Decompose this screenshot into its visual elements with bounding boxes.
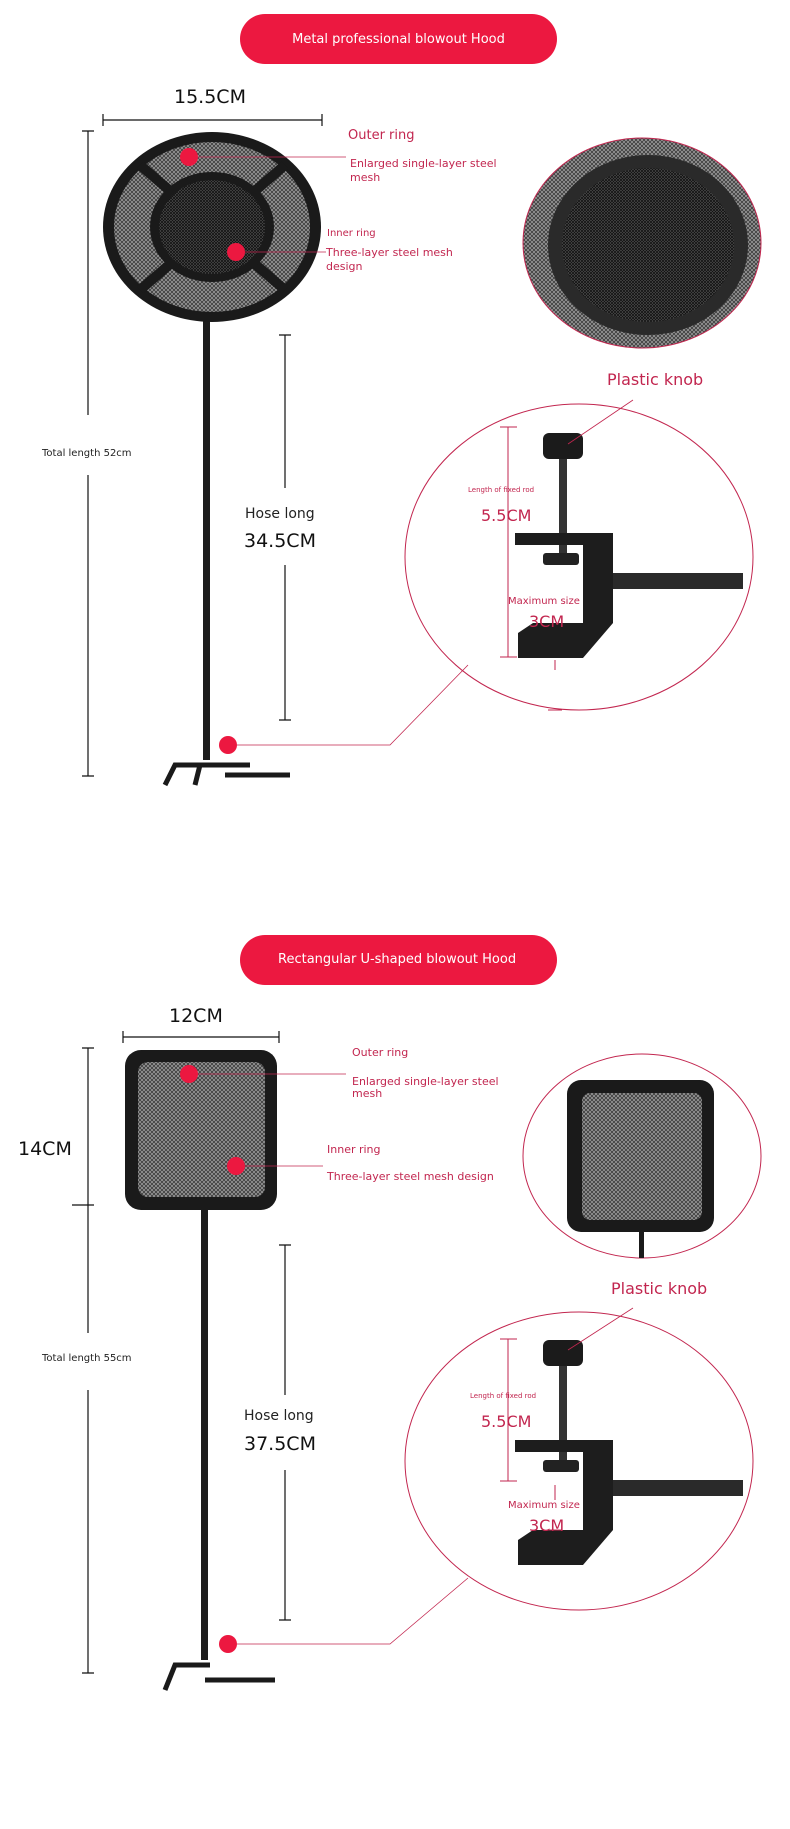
outer-ring-label: Outer ring: [352, 1046, 409, 1059]
plastic-knob-label: Plastic knob: [607, 370, 704, 389]
hose-length: 37.5CM: [244, 1433, 316, 1455]
max-size-label: Maximum size: [508, 1500, 580, 1511]
base-clamp: [162, 762, 290, 787]
outer-ring-marker: [180, 148, 198, 166]
hose-length: 34.5CM: [244, 530, 316, 552]
total-length-label: Total length 55cm: [42, 1353, 132, 1364]
hose-label: Hose long: [244, 1408, 314, 1424]
inner-ring-label: Inner ring: [327, 1143, 381, 1155]
rectangular-filter-section: [72, 1031, 762, 1691]
max-size: 3CM: [529, 612, 565, 631]
outer-ring-description: Enlarged single-layer steel mesh: [350, 157, 497, 184]
mesh-detail-circle: [522, 137, 762, 349]
section-title-pill: Metal professional blowout Hood: [240, 14, 557, 64]
rod-length: 5.5CM: [481, 506, 532, 525]
round-filter-section: [82, 114, 762, 787]
section-title: Metal professional blowout Hood: [292, 31, 505, 47]
total-length-line: [82, 130, 94, 777]
max-size-label: Maximum size: [508, 596, 580, 607]
plastic-knob-label: Plastic knob: [611, 1279, 708, 1298]
hose-length-line: [279, 334, 291, 721]
outer-ring-description: Enlarged single-layer steel mesh: [352, 1075, 499, 1100]
width-dimension-line: [102, 114, 323, 126]
round-pop-filter: [103, 132, 321, 322]
section-title: Rectangular U-shaped blowout Hood: [278, 952, 517, 967]
outer-ring-label: Outer ring: [348, 128, 415, 143]
inner-ring-marker: [227, 243, 245, 261]
width-label: 12CM: [169, 1005, 223, 1027]
height-label: 14CM: [18, 1138, 72, 1160]
section-title-pill: Rectangular U-shaped blowout Hood: [240, 935, 557, 985]
clamp-detail-circle: [404, 399, 754, 711]
max-size: 3CM: [529, 1516, 565, 1535]
inner-ring-description: Three-layer steel mesh design: [326, 246, 453, 273]
rect-mesh-detail-circle: [522, 1053, 762, 1259]
clamp-marker: [219, 736, 237, 754]
width-label: 15.5CM: [174, 86, 246, 108]
total-length-label: Total length 52cm: [42, 448, 132, 459]
rod-label: Length of fixed rod: [468, 486, 535, 494]
gooseneck-hose: [203, 320, 210, 760]
hose-label: Hose long: [245, 506, 315, 522]
rect-clamp-detail-circle: [404, 1307, 754, 1611]
inner-ring-description: Three-layer steel mesh design: [327, 1170, 494, 1183]
rod-label: Length of fixed rod: [470, 1392, 537, 1400]
inner-ring-label: Inner ring: [327, 228, 376, 239]
rod-length: 5.5CM: [481, 1412, 532, 1431]
